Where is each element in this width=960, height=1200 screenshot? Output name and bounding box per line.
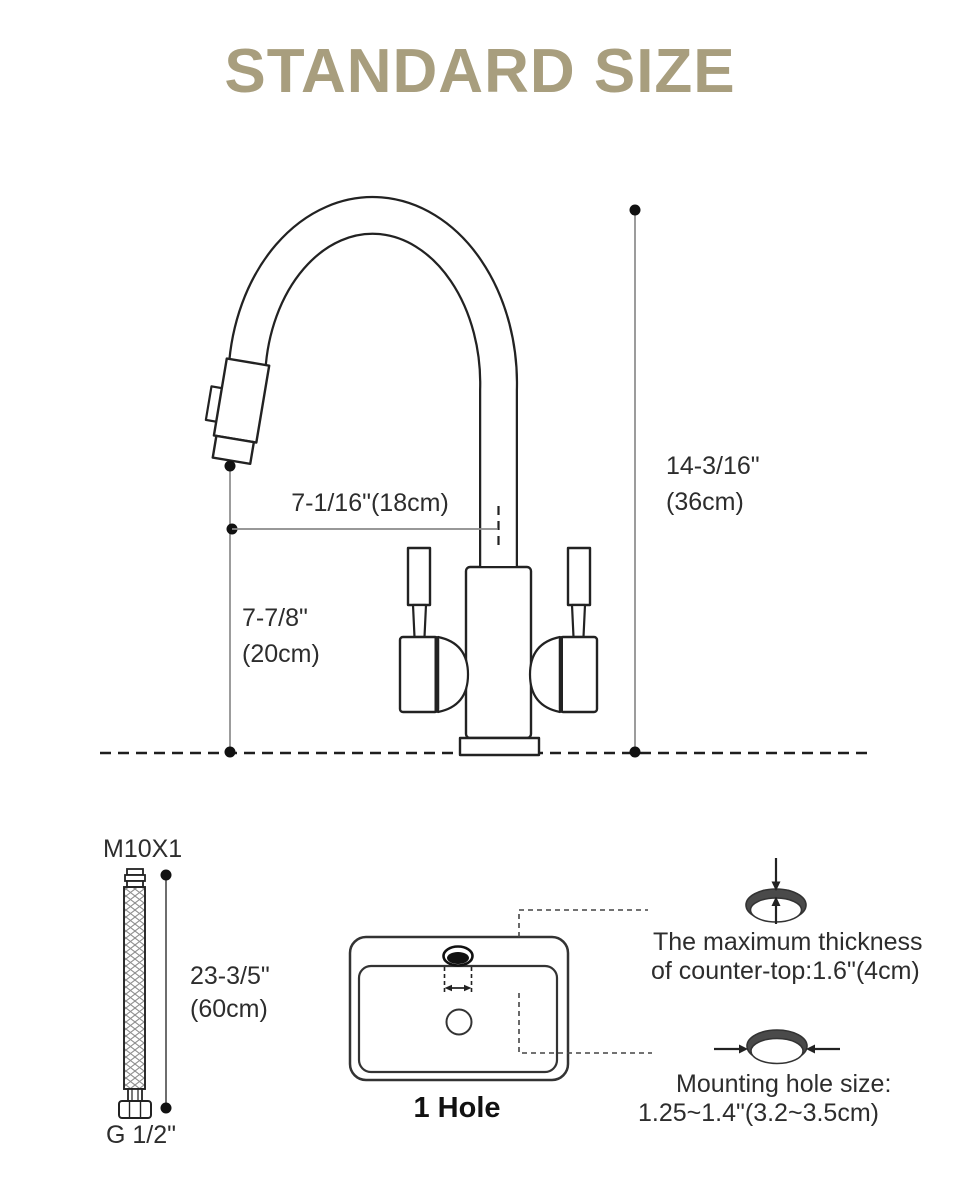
- dimension-lines: [224, 204, 641, 758]
- valve-block-right: [558, 635, 599, 714]
- hose-drawing-icon: [118, 868, 172, 1119]
- sink-drawing-icon: [348, 909, 652, 1082]
- spout-tube-inner: [229, 198, 516, 566]
- thickness-callout-line2: of counter-top:1.6"(4cm): [651, 957, 920, 985]
- mounting-hole-icon: [714, 1029, 840, 1065]
- handle-right-icon: [566, 546, 592, 639]
- sink-hole-count-label: 1 Hole: [413, 1092, 501, 1124]
- hose-top-thread-label: M10X1: [103, 835, 183, 863]
- overall-height-inches-label: 14-3/16": [666, 452, 760, 480]
- hose-length-inches-label: 23-3/5": [190, 962, 270, 990]
- faucet-body: [464, 565, 533, 740]
- counter-thickness-icon: [745, 858, 807, 924]
- valve-seam-right: [559, 637, 563, 712]
- valve-bulge-left: [436, 635, 470, 714]
- spray-head-icon: [204, 357, 271, 466]
- handle-left-icon: [406, 546, 432, 639]
- valve-seam-left: [434, 637, 439, 712]
- valve-block-left: [398, 635, 440, 714]
- valve-bulge-right: [528, 635, 562, 714]
- hose-bottom-thread-label: G 1/2": [106, 1121, 177, 1149]
- spout-height-inches-label: 7-7/8": [242, 604, 308, 632]
- base-flange: [458, 736, 541, 757]
- mounting-callout-line1: Mounting hole size:: [676, 1070, 892, 1098]
- spout-height-cm-label: (20cm): [242, 640, 320, 668]
- thickness-callout-line1: The maximum thickness: [653, 928, 923, 956]
- drain-hole-icon: [445, 1008, 473, 1036]
- page-title: STANDARD SIZE: [224, 37, 736, 106]
- spout-reach-label: 7-1/16"(18cm): [291, 489, 449, 517]
- faucet-drawing-icon: [204, 196, 599, 757]
- hose-length-cm-label: (60cm): [190, 995, 268, 1023]
- mounting-callout-line2: 1.25~1.4"(3.2~3.5cm): [638, 1099, 879, 1127]
- overall-height-cm-label: (36cm): [666, 488, 744, 516]
